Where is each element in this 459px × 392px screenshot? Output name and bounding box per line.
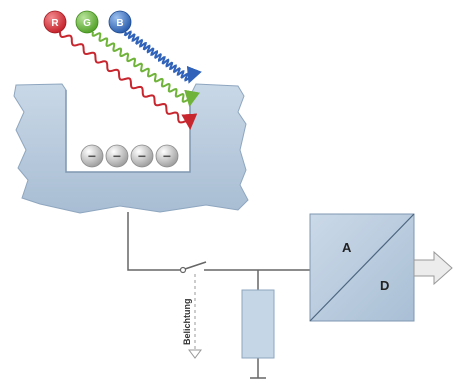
electron-charge — [130, 144, 154, 168]
adc-input-label: A — [342, 240, 352, 255]
sensor-well — [65, 90, 191, 173]
adc-output-label: D — [380, 278, 389, 293]
adc-converter: A D — [309, 213, 415, 322]
electron-charge-sign: − — [88, 148, 96, 164]
output-arrow — [413, 250, 453, 286]
electron-charge — [80, 144, 104, 168]
light-source-r-label: R — [51, 18, 59, 29]
exposure-switch — [179, 261, 207, 359]
light-source-g-label: G — [83, 18, 91, 29]
light-source-g: G — [75, 10, 99, 34]
circuit-wires — [127, 212, 310, 379]
light-source-b-label: B — [116, 18, 123, 29]
electron-charge-sign: − — [113, 148, 121, 164]
electron-charges: −−−− — [80, 144, 179, 168]
green-light-ray — [91, 31, 200, 107]
red-light-ray — [59, 31, 198, 130]
switch-label: Belichtung — [182, 299, 192, 346]
light-source-r: R — [43, 10, 67, 34]
electron-charge — [105, 144, 129, 168]
light-source-b: B — [108, 10, 132, 34]
resistor — [241, 289, 275, 359]
blue-light-ray — [123, 30, 202, 84]
electron-charge — [155, 144, 179, 168]
sensor-body — [13, 83, 249, 214]
electron-charge-sign: − — [138, 148, 146, 164]
electron-charge-sign: − — [163, 148, 171, 164]
